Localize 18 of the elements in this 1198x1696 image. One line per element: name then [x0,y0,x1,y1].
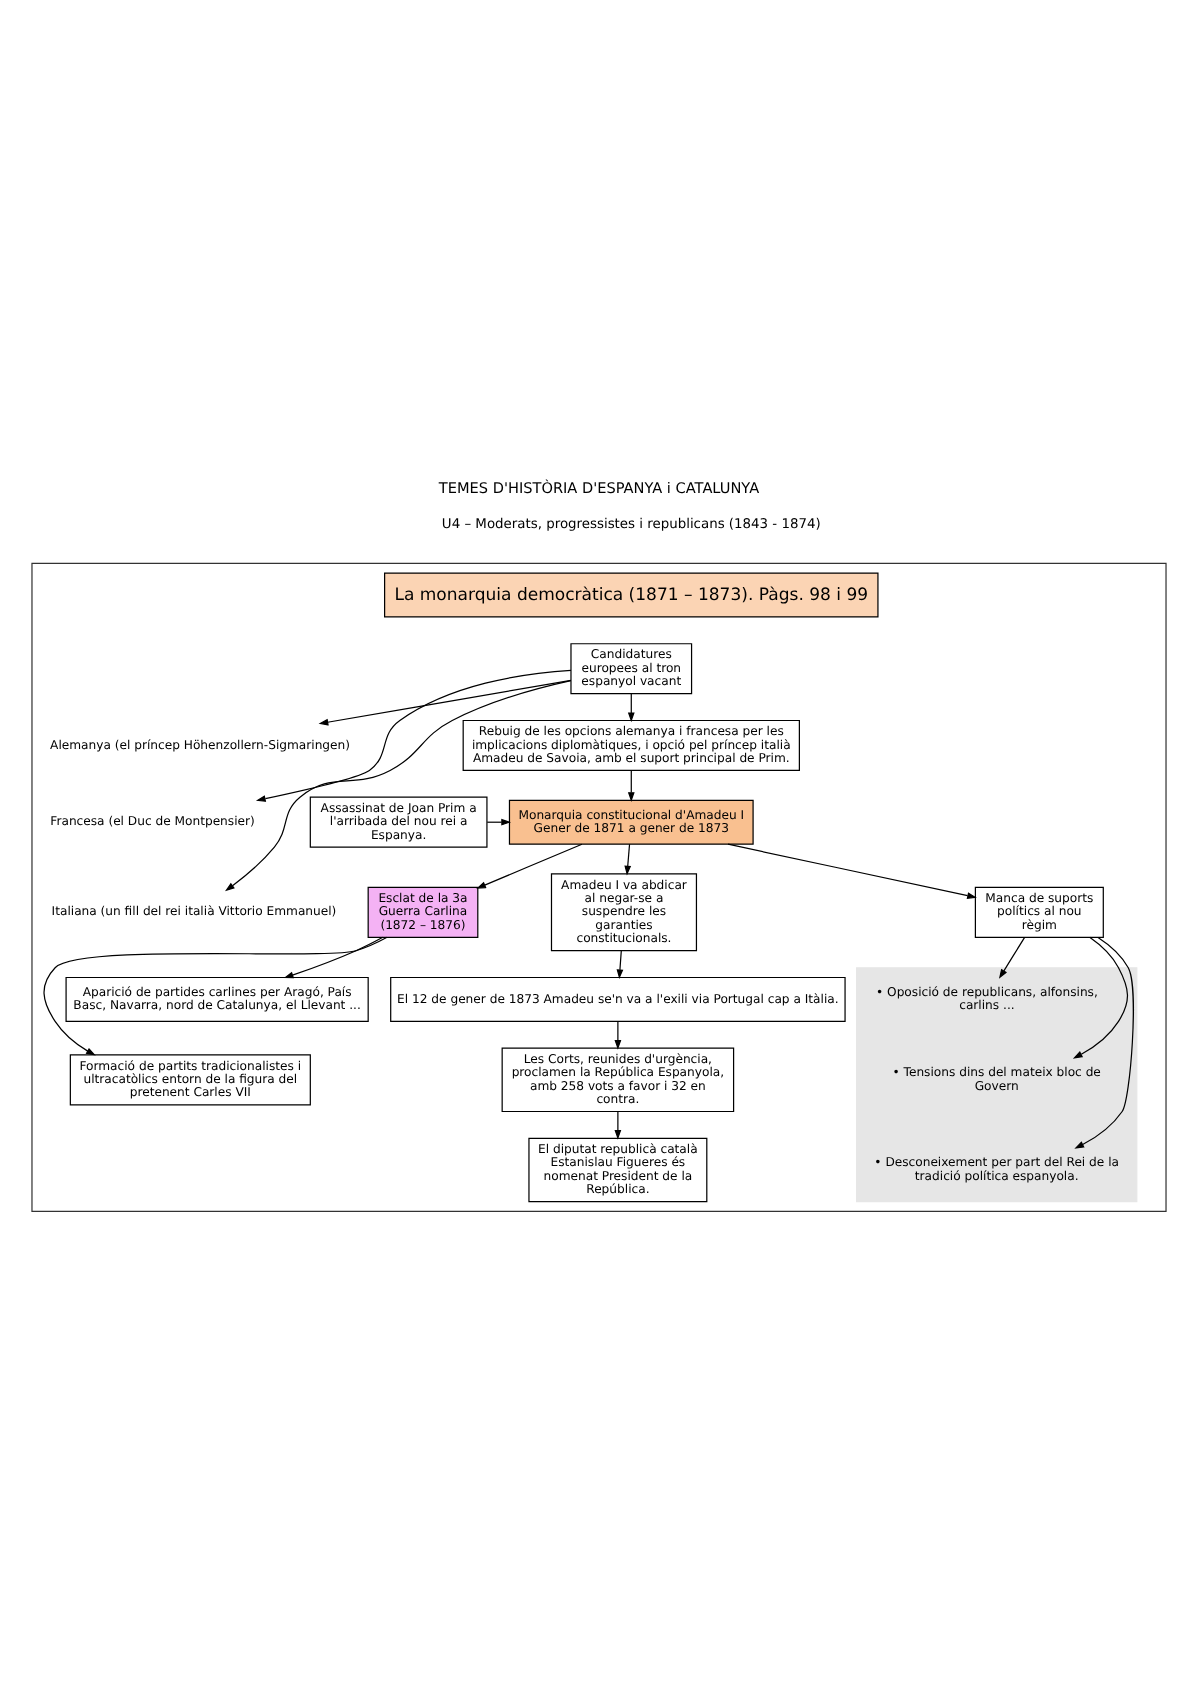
arrow [318,678,572,725]
arrow [1074,936,1134,1148]
arrow [283,935,384,978]
arrow [43,935,388,1055]
arrow [255,668,572,801]
node-box: La monarquia democràtica (1871 – 1873). Pàgs. 98 i 99 [384,571,879,617]
arrow [998,936,1026,978]
arrow [727,842,977,898]
arrow [627,692,635,722]
arrow [224,679,572,891]
cluster [31,561,1167,1211]
arrow [616,949,624,979]
arrow [1072,935,1129,1058]
arrow [476,842,583,888]
arrow [614,1110,622,1139]
arrow [624,842,632,875]
arrow [614,1019,622,1049]
arrow [627,769,635,801]
